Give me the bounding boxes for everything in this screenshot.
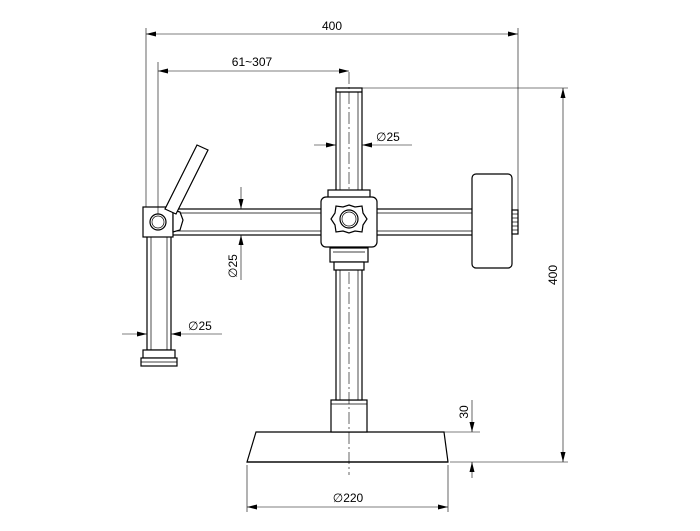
base-diameter-value: 220 bbox=[343, 491, 363, 505]
dimension-pillar-diameter bbox=[314, 142, 412, 148]
dimension-arm-range bbox=[157, 62, 349, 214]
base-diameter-label: ∅220 bbox=[333, 491, 364, 505]
dimension-base-diameter bbox=[246, 465, 449, 512]
arm-clamp bbox=[320, 189, 378, 271]
diameter-symbol-icon: ∅ bbox=[376, 130, 386, 144]
dimension-arm-diameter bbox=[238, 187, 244, 280]
base-plate bbox=[246, 431, 449, 463]
arm-diameter-label: ∅25 bbox=[226, 254, 240, 278]
dimension-base-thickness bbox=[444, 400, 480, 478]
holder-diameter-label: ∅25 bbox=[188, 319, 212, 333]
arm-diameter-value: 25 bbox=[226, 254, 240, 268]
dimension-overall-width bbox=[145, 28, 519, 210]
overall-height-label: 400 bbox=[546, 265, 560, 285]
dimension-overall-height bbox=[362, 87, 568, 463]
dimension-holder-diameter bbox=[122, 331, 222, 337]
holder-diameter-value: 25 bbox=[198, 319, 212, 333]
holder-assembly bbox=[140, 144, 209, 367]
counterweight bbox=[471, 173, 519, 269]
pillar-diameter-value: 25 bbox=[386, 130, 400, 144]
pillar-diameter-label: ∅25 bbox=[376, 130, 400, 144]
diameter-symbol-icon: ∅ bbox=[333, 491, 343, 505]
diameter-symbol-icon: ∅ bbox=[188, 319, 198, 333]
overall-width-label: 400 bbox=[322, 19, 342, 33]
base-thickness-label: 30 bbox=[457, 405, 471, 419]
arm-range-label: 61~307 bbox=[232, 55, 273, 69]
diameter-symbol-icon: ∅ bbox=[226, 268, 240, 278]
